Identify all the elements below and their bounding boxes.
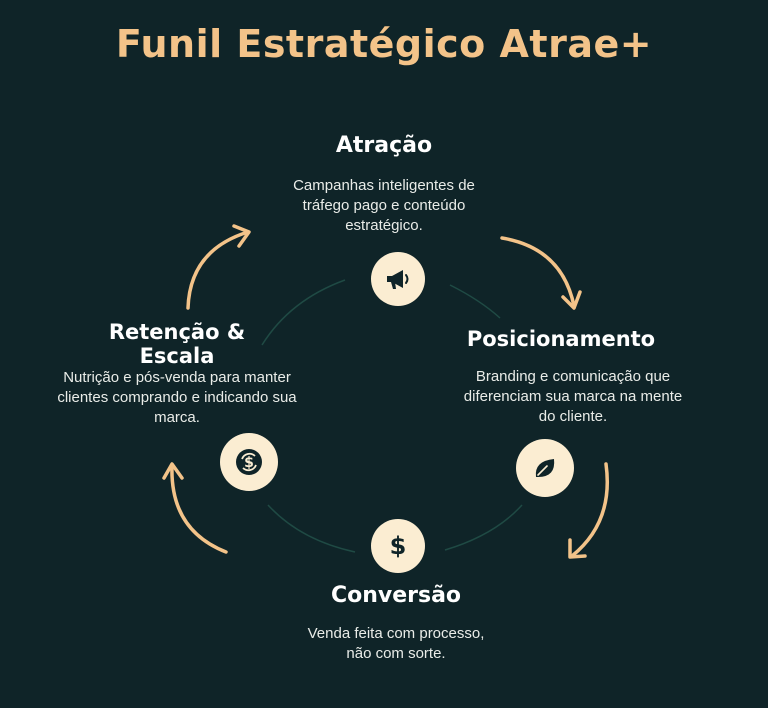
ring-arc-bottom-left [267, 504, 356, 553]
stage-title-retencao: Retenção & Escala [108, 320, 246, 368]
arrow-head-to-retencao [162, 462, 184, 480]
arrow-head-to-posicionamento [561, 290, 582, 310]
ring-arc-bottom-right [444, 504, 523, 551]
stage-desc-conversao: Venda feita com processo, não com sorte. [307, 625, 485, 662]
arrow-to-posicionamento [500, 236, 576, 308]
arrow-head-to-atracao [232, 224, 251, 248]
svg-text:$: $ [244, 455, 254, 471]
stage-desc-atracao: Campanhas inteligentes de tráfego pago e… [293, 177, 475, 234]
dollar-icon: $ [371, 519, 425, 573]
arrow-to-atracao [186, 230, 250, 310]
stage-title-conversao: Conversão [330, 583, 462, 608]
stage-desc-posicionamento: Branding e comunicação que diferenciam s… [463, 368, 683, 425]
arrow-to-retencao [170, 464, 228, 554]
svg-text:$: $ [390, 532, 407, 560]
leaf-icon [516, 439, 574, 497]
ring-arc-top-right [449, 284, 501, 319]
diagram-title: Funil Estratégico Atrae+ [115, 22, 653, 66]
stage-title-posicionamento: Posicionamento [466, 327, 656, 351]
stage-desc-retencao: Nutrição e pós-venda para manter cliente… [57, 369, 297, 426]
arrow-to-conversao [570, 462, 610, 558]
cycle-dollar-icon: $ [220, 433, 278, 491]
ring-arc-top-left [261, 279, 346, 346]
arrow-head-to-conversao [568, 538, 587, 559]
stage-title-atracao: Atração [335, 133, 433, 158]
megaphone-icon [371, 252, 425, 306]
